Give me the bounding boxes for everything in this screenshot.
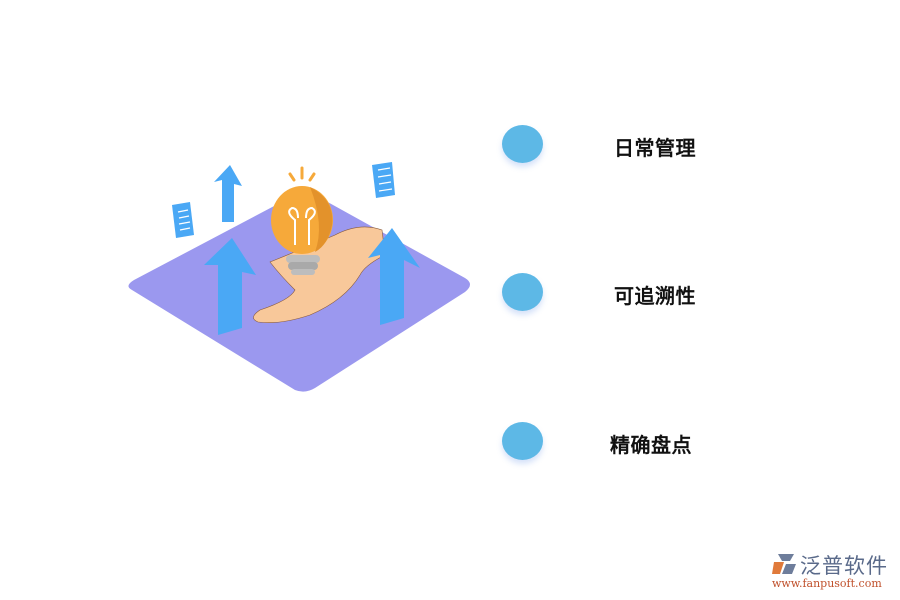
feature-item-traceability: 可追溯性 (500, 273, 760, 313)
feature-item-accurate-inventory: 精确盘点 (500, 422, 760, 462)
lightbulb-hand-illustration (128, 162, 470, 392)
feature-label: 精确盘点 (610, 433, 692, 457)
logo-name: 泛普软件 (800, 554, 888, 578)
bullet-dot-icon (502, 273, 543, 311)
feature-label: 日常管理 (614, 136, 696, 160)
feature-label: 可追溯性 (614, 284, 696, 308)
feature-item-daily-management: 日常管理 (500, 125, 760, 165)
brand-logo: 泛普软件 www.fanpusoft.com (770, 550, 900, 595)
bullet-dot-icon (502, 422, 543, 460)
illustration (120, 150, 480, 400)
bullet-dot-icon (502, 125, 543, 163)
logo-url: www.fanpusoft.com (772, 577, 882, 590)
fanpu-logo-icon (772, 554, 796, 574)
